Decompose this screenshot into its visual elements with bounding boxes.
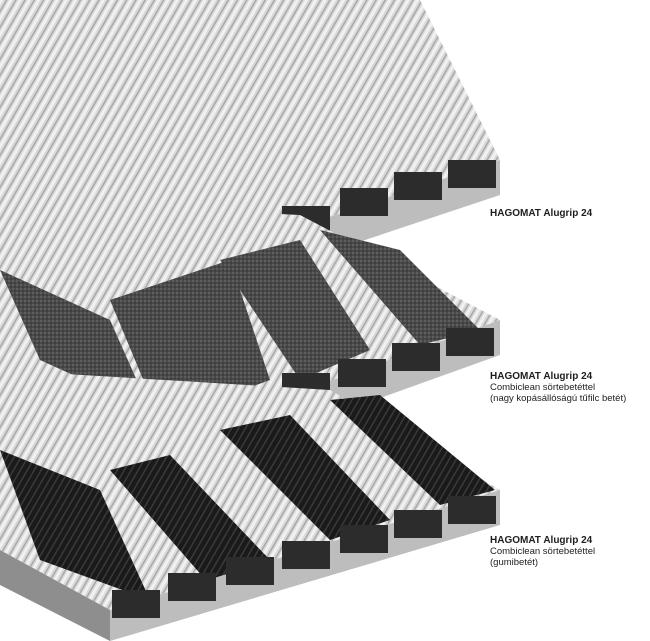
caption-alugrip: HAGOMAT Alugrip 24 <box>490 208 592 219</box>
caption-title: HAGOMAT Alugrip 24 <box>490 208 593 219</box>
mat-rubber-insert <box>0 370 500 641</box>
caption-line: Combiclean sörtebetéttel <box>490 546 596 557</box>
profile-ends-row-3 <box>112 496 496 618</box>
caption-alugrip-carpet: HAGOMAT Alugrip 24 Combiclean sörtebetét… <box>490 371 626 404</box>
caption-line: Combiclean sörtebetéttel <box>490 382 596 393</box>
caption-line: (nagy kopásállóságú tűfilc betét) <box>490 393 627 404</box>
caption-title: HAGOMAT Alugrip 24 <box>490 371 593 382</box>
caption-alugrip-rubber: HAGOMAT Alugrip 24 Combiclean sörtebetét… <box>490 535 595 568</box>
caption-line: (gumibetét) <box>490 557 539 568</box>
caption-title: HAGOMAT Alugrip 24 <box>490 535 593 546</box>
